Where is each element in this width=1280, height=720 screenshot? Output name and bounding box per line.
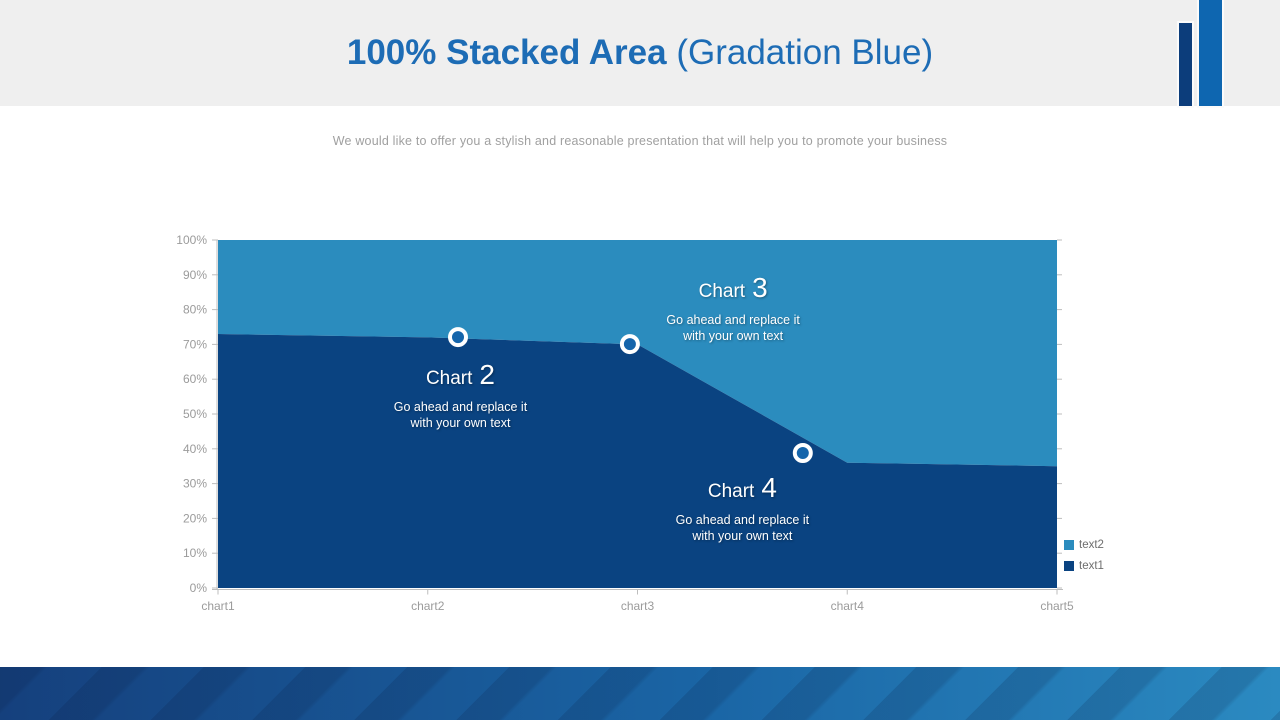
y-tick-label: 90% [183, 268, 207, 282]
y-tick-label: 70% [183, 337, 207, 351]
legend-label-text1: text1 [1079, 560, 1104, 572]
chart-axes: 0% 10% 20% 30% 40% 50% 60% 70% 80% 90% 100% chart1 c… [176, 233, 1074, 613]
x-tick-label: chart3 [621, 599, 655, 613]
area-series-text1 [218, 334, 1057, 588]
legend-item-text1[interactable]: text1 [1064, 560, 1104, 572]
y-tick-label: 50% [183, 407, 207, 421]
decorative-bar-blue [1199, 0, 1222, 106]
legend-item-text2[interactable]: text2 [1064, 539, 1104, 551]
slide-header: 100% Stacked Area (Gradation Blue) [0, 0, 1280, 106]
data-point-marker [619, 334, 640, 355]
x-tick-label: chart2 [411, 599, 445, 613]
page-title-main: 100% Stacked Area [346, 33, 667, 72]
y-tick-label: 40% [183, 442, 207, 456]
y-tick-label: 100% [176, 233, 207, 247]
legend-swatch-text1 [1064, 561, 1074, 571]
legend-label-text2: text2 [1079, 539, 1104, 551]
data-point-marker [448, 327, 468, 348]
y-tick-label: 10% [183, 546, 207, 560]
area-series-text2 [218, 240, 1057, 467]
chart-legend: text2 text1 [1064, 539, 1104, 581]
page-title: 100% Stacked Area (Gradation Blue) [0, 0, 1280, 106]
y-tick-label: 80% [183, 303, 207, 317]
x-tick-label: chart5 [1040, 599, 1074, 613]
decorative-bar-dark [1179, 23, 1192, 106]
y-tick-label: 30% [183, 477, 207, 491]
y-tick-label: 0% [190, 581, 208, 595]
legend-swatch-text2 [1064, 540, 1074, 550]
y-tick-label: 20% [183, 511, 207, 525]
x-tick-label: chart1 [201, 599, 235, 613]
page-title-suffix: (Gradation Blue) [666, 33, 934, 72]
chart-areas [218, 240, 1057, 588]
bottom-banner [0, 667, 1280, 720]
x-tick-label: chart4 [831, 599, 865, 613]
slide-subtitle: We would like to offer you a stylish and… [332, 134, 948, 148]
chart-markers [448, 327, 813, 463]
y-tick-label: 60% [183, 372, 207, 386]
data-point-marker [792, 443, 813, 463]
